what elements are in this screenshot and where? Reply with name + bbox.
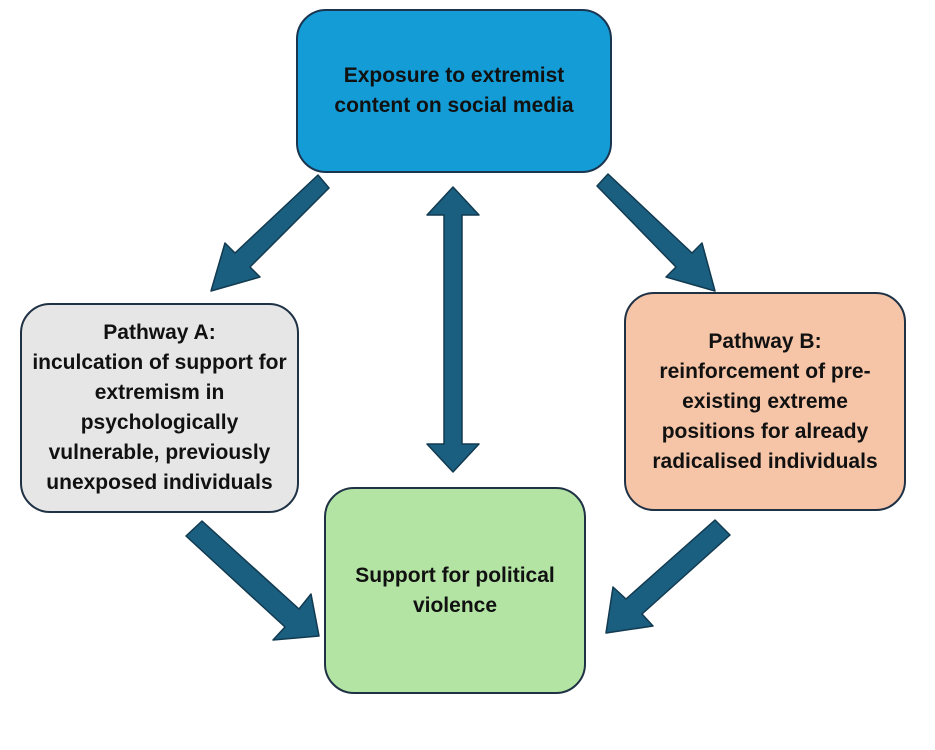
node-support-for-political-violence: Support for political violence: [324, 487, 586, 694]
arrow-pathway-b-to-bottom: [605, 519, 731, 634]
node-pathway-b: Pathway B: reinforcement of pre-existing…: [624, 292, 906, 511]
arrow-top-to-pathway-b: [596, 173, 716, 292]
arrow-top-to-pathway-a: [210, 174, 330, 292]
node-support-label: Support for political violence: [355, 563, 555, 617]
arrow-pathway-a-to-bottom: [185, 520, 320, 641]
node-pathway-a: Pathway A: inculcation of support for ex…: [20, 303, 299, 513]
node-pathway-a-title: Pathway A:: [103, 321, 216, 344]
node-exposure-label: Exposure to extremist content on social …: [334, 64, 574, 117]
node-pathway-b-title: Pathway B:: [708, 329, 822, 353]
node-pathway-b-text: reinforcement of pre-existing extreme po…: [652, 359, 878, 473]
node-pathway-a-text: inculcation of support for extremism in …: [32, 351, 287, 494]
node-exposure-to-extremist-content: Exposure to extremist content on social …: [296, 9, 612, 173]
arrow-top-bottom-bidirectional: [426, 186, 480, 473]
